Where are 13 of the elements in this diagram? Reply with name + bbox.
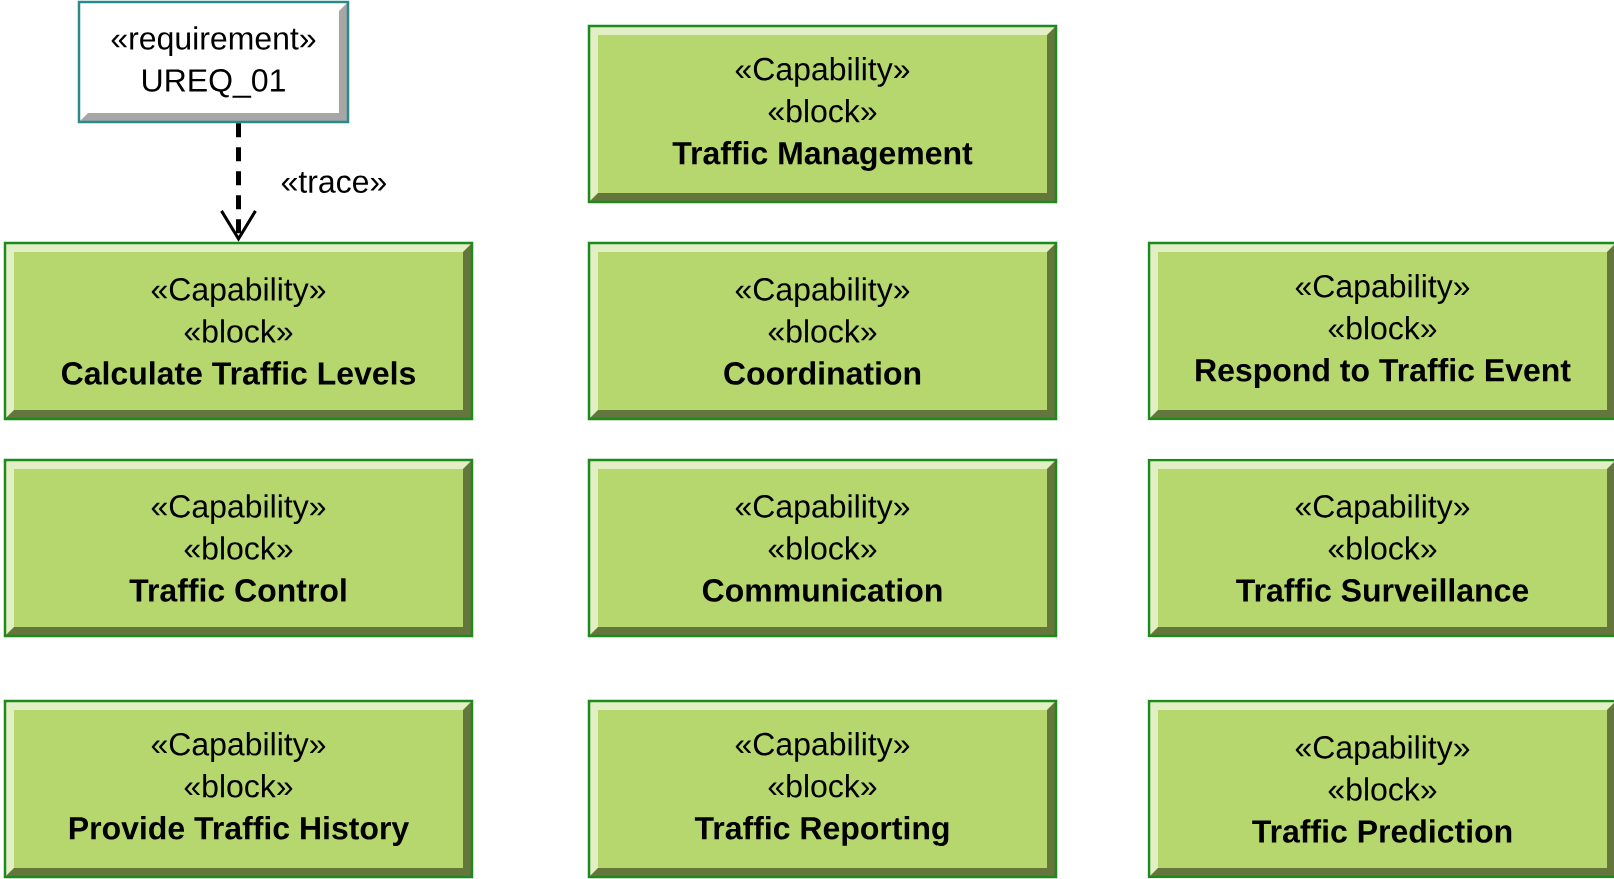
capability-block: «Capability» «block» Traffic Prediction bbox=[1147, 699, 1614, 879]
dependency-arrow bbox=[220, 123, 257, 242]
capability-block: «Capability» «block» Respond to Traffic Event bbox=[1147, 241, 1614, 421]
capability-block: «Capability» «block» Calculate Traffic Levels bbox=[3, 241, 474, 421]
capability-block: «Capability» «block» Traffic Control bbox=[3, 458, 474, 638]
capability-block: «Capability» «block» Provide Traffic History bbox=[3, 699, 474, 879]
capability-block: «Capability» «block» Traffic Reporting bbox=[587, 699, 1058, 879]
capability-block: «Capability» «block» Traffic Management bbox=[587, 24, 1058, 204]
capability-block: «Capability» «block» Coordination bbox=[587, 241, 1058, 421]
edge-label: «trace» bbox=[281, 172, 386, 193]
capability-block: «Capability» «block» Communication bbox=[587, 458, 1058, 638]
requirement-box: «requirement» UREQ_01 bbox=[77, 0, 350, 124]
capability-block: «Capability» «block» Traffic Surveillance bbox=[1147, 458, 1614, 638]
